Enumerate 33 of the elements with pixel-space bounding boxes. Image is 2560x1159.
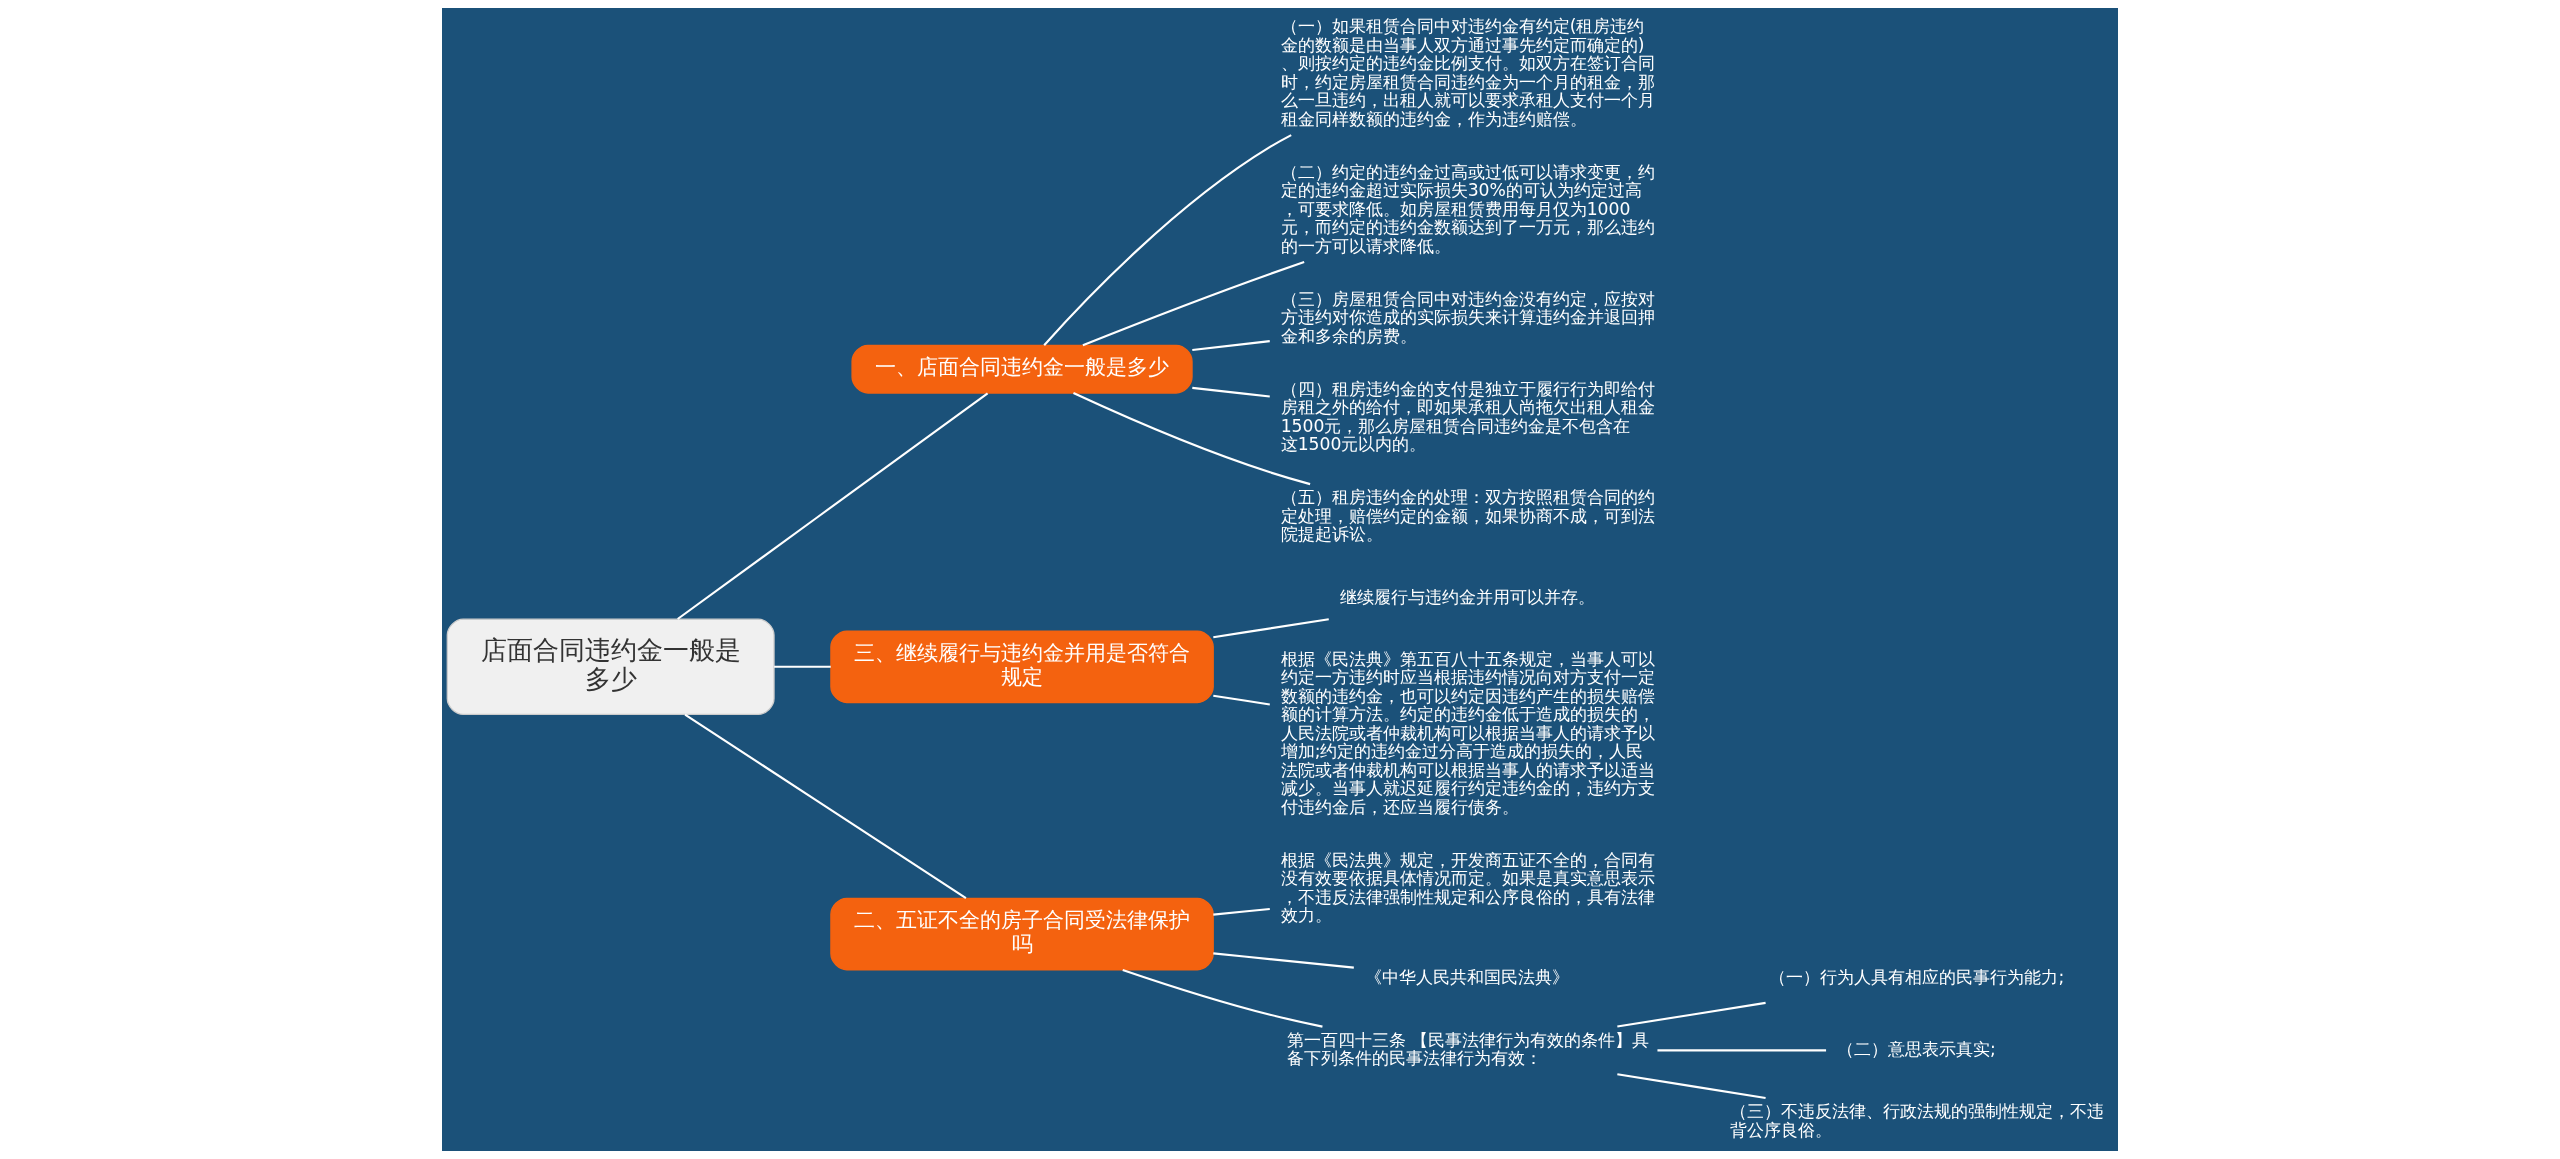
connector — [1213, 907, 1270, 916]
connector — [1192, 340, 1270, 351]
node-text: 继续履行与违约金并用可以并存。 — [1339, 586, 1595, 607]
node-text: （三）不违反法律、行政法规的强制性规定，不违背公序良俗。 — [1730, 1101, 2105, 1140]
node-box: 二、五证不全的房子合同受法律保护吗 — [830, 897, 1214, 971]
node-text: 第一百四十三条 【民事法律行为有效的条件】具备下列条件的民事法律行为有效： — [1286, 1029, 1650, 1069]
connector — [1043, 134, 1292, 346]
node-text: （五）租房违约金的处理：双方按照租赁合同的约定处理，赔偿约定的金额，如果协商不成，可到法院提起诉讼。 — [1280, 487, 1655, 545]
connector — [1213, 694, 1270, 706]
node-text: （三）房屋租赁合同中对违约金没有约定，应按对方违约对你造成的实际损失来计算违约金并退回押金和多余的房费。 — [1280, 288, 1655, 346]
node-text: 根据《民法典》规定，开发商五证不全的，合同有没有效要依据具体情况而定。如果是真实意思表示，不违反法律强制性规定和公序良俗的，具有法律效力。 — [1280, 849, 1655, 926]
node-text: （四）租房违约金的支付是独立于履行行为即给付房租之外的给付，即如果承租人尚拖欠出租人租金1500元，那么房屋租赁合同违约金是不包含在这1500元以内的。 — [1280, 378, 1655, 455]
connector — [1073, 392, 1311, 486]
connector — [684, 713, 967, 900]
connector — [1213, 952, 1354, 969]
node-box: 一、店面合同违约金一般是多少 — [851, 344, 1193, 394]
node-text: （一）行为人具有相应的民事行为能力; — [1769, 967, 2065, 988]
connector — [1657, 1049, 1827, 1052]
node-text: （二）意思表示真实; — [1836, 1038, 1996, 1059]
connector — [1213, 618, 1329, 639]
connector — [1122, 968, 1323, 1028]
connector — [1082, 261, 1305, 347]
connector — [1617, 1001, 1766, 1028]
node-box: 三、继续履行与违约金并用是否符合规定 — [830, 630, 1214, 704]
node-text: 《中华人民共和国民法典》 — [1364, 967, 1569, 988]
node-text: （一）如果租赁合同中对违约金有约定(租房违约金的数额是由当事人双方通过事先约定而确定的)、则按约定的违约金比例支付。如双方在签订合同时，约定房屋租赁合同违约金为一个月的租金，那么一旦违约，出租人就可以要求承租人支付一个月租金同样数额的违约金，作为违约赔偿。 — [1280, 16, 1655, 129]
connector — [1192, 386, 1270, 398]
node-text: 根据《民法典》第五百八十五条规定，当事人可以约定一方违约时应当根据违约情况向对方支付一定数额的违约金，也可以约定因违约产生的损失赔偿额的计算方法。约定的违约金低于造成的损失的，人民法院或者仲裁机构可以根据当事人的请求予以增加;约定的违约金过分高于造成的损失的，人民法院或者仲裁机构可以根据当事人的请求予以适当减少。当事人就迟延履行约定违约金的，违约方支付违约金后，还应当履行债务。 — [1280, 648, 1655, 817]
connector — [677, 392, 989, 620]
connector — [774, 665, 831, 668]
connector — [1617, 1073, 1766, 1100]
node-box: 店面合同违约金一般是多少 — [446, 618, 775, 716]
node-text: （二）约定的违约金过高或过低可以请求变更，约定的违约金超过实际损失30%的可认为约定过高，可要求降低。如房屋租赁费用每月仅为1000元，而约定的违约金数额达到了一万元，那么违约的一方可以请求降低。 — [1280, 161, 1655, 256]
